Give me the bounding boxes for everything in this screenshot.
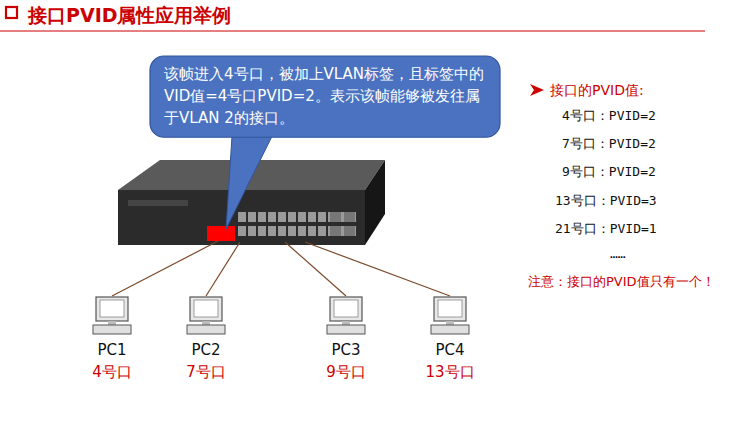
port (288, 226, 296, 236)
port (268, 226, 276, 236)
list-arrow (530, 84, 544, 96)
pc-base (327, 325, 365, 334)
pvid-item: 9号口：PVID=2 (562, 162, 656, 182)
pvid-item: 13号口：PVID=3 (555, 191, 657, 211)
switch-panel (128, 200, 188, 206)
pc-icons (93, 297, 469, 334)
pc-name: PC2 (161, 340, 251, 362)
switch-side (365, 160, 385, 245)
ellipsis: …… (610, 244, 626, 264)
title-bullet (6, 7, 17, 18)
uplink-port (344, 226, 355, 236)
pc-node: PC27号口 (161, 340, 251, 384)
monitor (96, 297, 128, 321)
pvid-item: 7号口：PVID=2 (562, 134, 656, 154)
pc-base (431, 325, 469, 334)
callout-box: 该帧进入4号口，被加上VLAN标签，且标签中的VID值=4号口PVID=2。表示… (150, 56, 500, 137)
monitor (434, 297, 466, 321)
pc-name: PC3 (301, 340, 391, 362)
pc-node: PC413号口 (405, 340, 495, 384)
cable (206, 242, 240, 296)
stand (446, 321, 454, 325)
port (288, 212, 296, 222)
port (248, 226, 256, 236)
note: 注意：接口的PVID值只有一个！ (528, 272, 718, 292)
cable (305, 242, 450, 296)
port (238, 212, 246, 222)
stand (108, 321, 116, 325)
monitor (190, 297, 222, 321)
port (318, 212, 326, 222)
cables (112, 241, 450, 296)
stand (202, 321, 210, 325)
pvid-item: 21号口：PVID=1 (555, 219, 657, 239)
screen (334, 300, 358, 317)
screen (100, 300, 124, 317)
port (308, 212, 316, 222)
port (258, 226, 266, 236)
pc-base (93, 325, 131, 334)
pc-node: PC39号口 (301, 340, 391, 384)
port (238, 226, 246, 236)
uplink-port (344, 212, 355, 222)
stand (342, 321, 350, 325)
pc-name: PC1 (67, 340, 157, 362)
callout-tail (226, 136, 272, 229)
uplink-port (330, 226, 341, 236)
port (278, 226, 286, 236)
switch-ports (128, 200, 356, 236)
port-name: 9号口 (301, 362, 391, 384)
cable (112, 241, 218, 296)
pc-base (187, 325, 225, 334)
screen (438, 300, 462, 317)
port-name: 13号口 (405, 362, 495, 384)
port (248, 212, 256, 222)
slide-title: 接口PVID属性应用举例 (28, 3, 231, 29)
highlighted-port (207, 226, 235, 241)
callout-text: 该帧进入4号口，被加上VLAN标签，且标签中的VID值=4号口PVID=2。表示… (164, 64, 486, 129)
pvid-item: 4号口：PVID=2 (562, 106, 656, 126)
pc-icon (187, 297, 225, 334)
callout-bubble (150, 56, 500, 137)
pc-icon (431, 297, 469, 334)
port (308, 226, 316, 236)
pc-name: PC4 (405, 340, 495, 362)
port-name: 7号口 (161, 362, 251, 384)
port-name: 4号口 (67, 362, 157, 384)
uplink-port (330, 212, 341, 222)
port (268, 212, 276, 222)
port (318, 226, 326, 236)
pc-icon (327, 297, 365, 334)
port (258, 212, 266, 222)
pc-node: PC14号口 (67, 340, 157, 384)
screen (194, 300, 218, 317)
title-rule (0, 31, 705, 32)
monitor (330, 297, 362, 321)
cable (285, 242, 346, 296)
list-heading: 接口的PVID值: (550, 80, 644, 101)
port (298, 226, 306, 236)
pc-icon (93, 297, 131, 334)
port (278, 212, 286, 222)
port (298, 212, 306, 222)
